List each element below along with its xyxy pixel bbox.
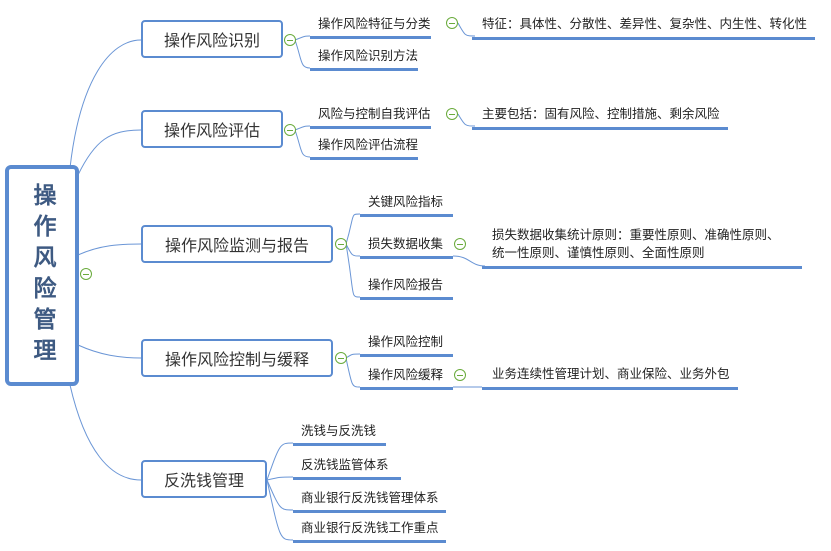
branch-assessment[interactable]: 操作风险评估 xyxy=(141,110,283,148)
node-characteristics[interactable]: 操作风险特征与分类 xyxy=(310,16,431,39)
root-node[interactable]: 操作风险管理 xyxy=(5,165,79,386)
detail-line: 统一性原则、谨慎性原则、全面性原则 xyxy=(492,245,705,260)
node-risk-control[interactable]: 操作风险控制 xyxy=(360,334,453,357)
branch-identification[interactable]: 操作风险识别 xyxy=(141,20,283,58)
detail-loss-data[interactable]: 损失数据收集统计原则：重要性原则、准确性原则、统一性原则、谨慎性原则、全面性原则 xyxy=(482,226,802,269)
branch-label: 操作风险监测与报告 xyxy=(164,236,309,255)
collapse-toggle-icon[interactable] xyxy=(284,124,296,136)
node-kri[interactable]: 关键风险指标 xyxy=(360,194,453,217)
collapse-toggle-icon[interactable] xyxy=(446,17,458,29)
node-identification-methods[interactable]: 操作风险识别方法 xyxy=(310,48,419,71)
node-risk-report[interactable]: 操作风险报告 xyxy=(360,277,453,300)
collapse-toggle-icon[interactable] xyxy=(80,268,92,280)
branch-monitoring[interactable]: 操作风险监测与报告 xyxy=(141,225,333,263)
node-aml-regulation[interactable]: 反洗钱监管体系 xyxy=(293,457,401,480)
detail-mitigation[interactable]: 业务连续性管理计划、商业保险、业务外包 xyxy=(482,365,738,390)
branch-aml[interactable]: 反洗钱管理 xyxy=(141,460,267,498)
branch-label: 操作风险识别 xyxy=(163,31,260,50)
node-loss-data[interactable]: 损失数据收集 xyxy=(360,236,453,259)
collapse-toggle-icon[interactable] xyxy=(335,352,347,364)
node-bank-aml-focus[interactable]: 商业银行反洗钱工作重点 xyxy=(293,520,446,543)
node-aml-basics[interactable]: 洗钱与反洗钱 xyxy=(293,423,386,446)
collapse-toggle-icon[interactable] xyxy=(454,369,466,381)
branch-label: 操作风险控制与缓释 xyxy=(164,350,309,369)
node-bank-aml-system[interactable]: 商业银行反洗钱管理体系 xyxy=(293,490,446,513)
detail-rcsa[interactable]: 主要包括：固有风险、控制措施、剩余风险 xyxy=(472,105,728,130)
collapse-toggle-icon[interactable] xyxy=(446,108,458,120)
collapse-toggle-icon[interactable] xyxy=(454,238,466,250)
branch-control[interactable]: 操作风险控制与缓释 xyxy=(141,339,333,377)
detail-line: 损失数据收集统计原则：重要性原则、准确性原则、 xyxy=(492,227,780,242)
root-label: 操作风险管理 xyxy=(29,182,55,369)
node-risk-mitigation[interactable]: 操作风险缓释 xyxy=(360,367,453,390)
collapse-toggle-icon[interactable] xyxy=(284,34,296,46)
branch-label: 操作风险评估 xyxy=(163,121,260,140)
detail-characteristics[interactable]: 特征：具体性、分散性、差异性、复杂性、内生性、转化性 xyxy=(472,15,816,40)
branch-label: 反洗钱管理 xyxy=(163,471,244,490)
node-rcsa[interactable]: 风险与控制自我评估 xyxy=(310,106,431,129)
collapse-toggle-icon[interactable] xyxy=(335,238,347,250)
node-assessment-process[interactable]: 操作风险评估流程 xyxy=(310,137,419,160)
